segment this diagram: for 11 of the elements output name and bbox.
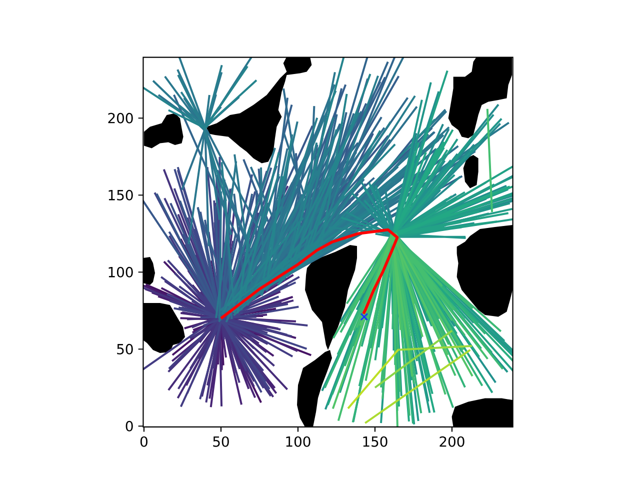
line-series <box>220 228 399 320</box>
x-tick-label: 200 <box>440 436 464 447</box>
y-tick-label: 0 <box>126 420 133 432</box>
y-tick-label: 100 <box>108 266 133 278</box>
y-tick-label: 150 <box>108 190 133 200</box>
y-tick-label: 50 <box>117 344 133 354</box>
x-tick-label: 100 <box>286 436 310 447</box>
x-tick-label: 0 <box>140 436 148 447</box>
x-tick-label: 50 <box>213 436 229 447</box>
x-tick-label: 150 <box>363 436 388 447</box>
y-tick-label: 200 <box>108 112 133 124</box>
